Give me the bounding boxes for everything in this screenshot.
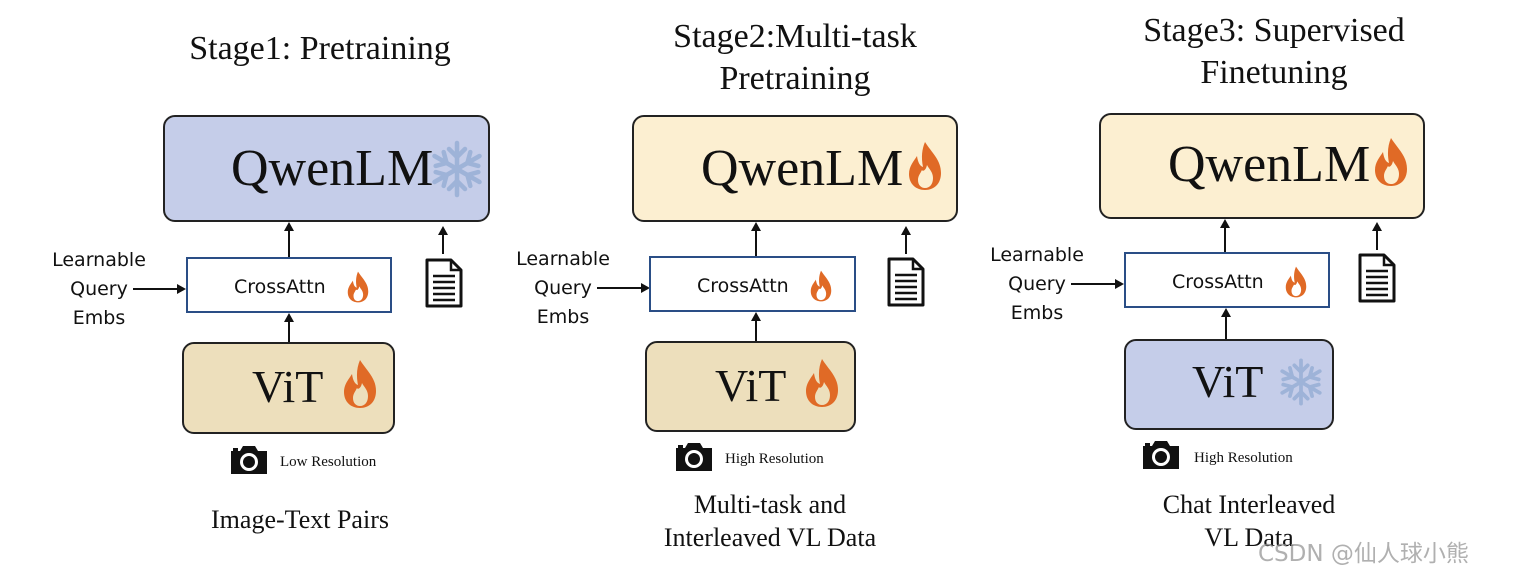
crossattn-box: CrossAttn [186,257,392,313]
resolution-label: High Resolution [725,451,824,467]
resolution-label: High Resolution [1194,450,1293,466]
stage-2: Stage2:Multi-task Pretraining QwenLM Lea… [468,0,968,576]
qwenlm-label: QwenLM [231,140,434,197]
training-data-label: Multi-task and Interleaved VL Data [663,490,877,552]
resolution-label: Low Resolution [280,454,377,470]
document-icon [425,258,463,308]
stage-3: Stage3: Supervised Finetuning QwenLM Lea… [936,0,1436,576]
crossattn-label: CrossAttn [234,276,326,298]
flame-icon [806,359,838,407]
query-line-2: Query [70,278,128,300]
crossattn-label: CrossAttn [1172,271,1264,293]
flame-icon [1285,266,1307,298]
vit-label: ViT [1192,356,1264,407]
arrow-vit-to-crossattn [284,313,294,343]
arrow-text-to-lm [1372,222,1382,250]
snowflake-icon [1280,358,1322,406]
training-data-label: Image-Text Pairs [211,505,389,534]
query-line-3: Embs [72,307,126,329]
query-line-1: Learnable [516,248,610,270]
vit-label: ViT [252,361,324,412]
qwenlm-box: QwenLM [632,115,958,222]
learnable-query-embs: Learnable Query Embs [508,245,618,332]
stage-1: Stage1: Pretraining QwenLM Learnable Que… [0,0,500,576]
arrow-crossattn-to-lm [284,222,294,258]
arrow-query-to-crossattn [133,284,186,294]
query-line-3: Embs [1010,302,1064,324]
training-data-label: Chat Interleaved VL Data [1162,490,1336,552]
document-icon [1358,253,1396,303]
camera-icon [231,446,267,474]
snowflake-icon [432,140,482,198]
flame-icon [1375,138,1407,186]
arrow-crossattn-to-lm [751,222,761,256]
flame-icon [810,270,832,302]
arrow-query-to-crossattn [1071,279,1124,289]
learnable-query-embs: Learnable Query Embs [982,241,1092,328]
crossattn-box: CrossAttn [649,256,856,312]
learnable-query-embs: Learnable Query Embs [44,246,154,333]
flame-icon [344,360,376,408]
qwenlm-box: QwenLM [1099,113,1425,219]
query-line-3: Embs [536,306,590,328]
qwenlm-label: QwenLM [1168,136,1371,193]
crossattn-box: CrossAttn [1124,252,1330,308]
stage-title: Stage1: Pretraining [189,30,451,67]
camera-icon [1143,441,1179,469]
query-line-1: Learnable [990,244,1084,266]
watermark: CSDN @仙人球小熊 [1258,541,1469,567]
query-line-2: Query [534,277,592,299]
vit-box: ViT [182,342,395,434]
arrow-vit-to-crossattn [751,312,761,342]
arrow-crossattn-to-lm [1220,219,1230,252]
document-icon [887,257,925,307]
arrow-text-to-lm [901,226,911,254]
flame-icon [347,271,369,303]
qwenlm-box: QwenLM [163,115,490,222]
arrow-vit-to-crossattn [1221,308,1231,340]
arrow-query-to-crossattn [597,283,650,293]
crossattn-label: CrossAttn [697,275,789,297]
camera-icon [676,443,712,471]
query-line-2: Query [1008,273,1066,295]
vit-box: ViT [1124,339,1334,430]
query-line-1: Learnable [52,249,146,271]
qwenlm-label: QwenLM [701,140,904,197]
stage-title: Stage2:Multi-task Pretraining [673,18,917,97]
vit-box: ViT [645,341,856,432]
flame-icon [909,142,941,190]
arrow-text-to-lm [438,226,448,254]
stage-title: Stage3: Supervised Finetuning [1143,12,1405,91]
vit-label: ViT [715,360,787,411]
